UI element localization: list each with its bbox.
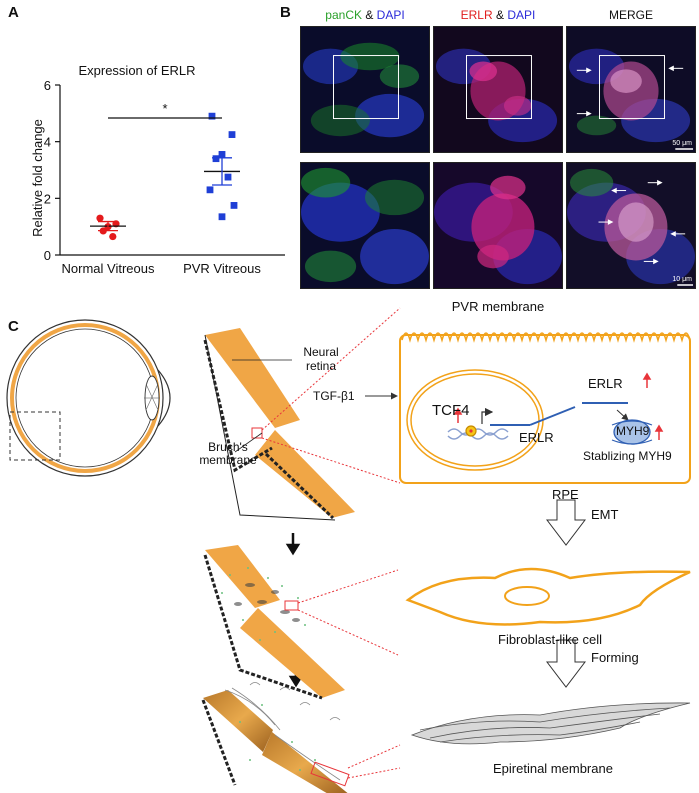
x-tick-label: PVR Vitreous <box>183 261 261 276</box>
scalebar-50um: 50 μm <box>672 140 692 147</box>
rpe-cell <box>365 332 691 484</box>
micrograph-pancK-low <box>300 26 430 153</box>
data-point <box>218 213 226 221</box>
header-part: ERLR <box>460 8 493 22</box>
header-part: DAPI <box>376 8 405 22</box>
chart-marks: * <box>90 101 240 241</box>
panel-c-label: C <box>8 318 19 335</box>
label-bruchs-membrane: Bruch's membrane <box>199 440 257 467</box>
label-neural-retina: Neural retina <box>303 345 339 373</box>
micrograph-pancK-high <box>300 162 430 289</box>
retina-stage-2 <box>203 545 399 700</box>
label-tcf4: TCF4 <box>432 402 470 419</box>
y-tick-label: 2 <box>44 191 51 206</box>
header-part: panCK <box>325 8 362 22</box>
scalebar-10um: 10 μm <box>672 276 692 283</box>
label-myh9: MYH9 <box>616 424 650 438</box>
data-point <box>208 112 216 120</box>
header-part: & <box>362 8 377 22</box>
fibroblast-cell <box>405 567 691 626</box>
column-header-pancK-dapi: panCK & DAPI <box>300 8 430 22</box>
data-point <box>228 131 236 138</box>
eye-schematic <box>6 319 171 477</box>
erlr-expression-chart: Expression of ERLR Relative fold change … <box>30 63 285 276</box>
data-point <box>218 151 226 158</box>
micrograph-merge-low: 50 μm <box>566 26 696 153</box>
label-stabilizing-myh9: Stablizing MYH9 <box>583 449 672 463</box>
header-part: & <box>492 8 508 22</box>
data-point <box>224 173 232 181</box>
column-header-merge: MERGE <box>566 8 696 22</box>
significance-star: * <box>162 101 167 116</box>
emt-arrow <box>545 499 587 546</box>
label-fibroblast-like-cell: Fibroblast-like cell <box>498 632 603 647</box>
forming-arrow <box>545 639 587 688</box>
data-point <box>212 155 220 163</box>
label-forming: Forming <box>591 650 639 665</box>
label-rpe: RPE <box>552 487 579 502</box>
label-erlr-rna: ERLR <box>588 376 623 391</box>
label-epiretinal-membrane: Epiretinal membrane <box>493 761 613 776</box>
data-point <box>109 232 117 241</box>
epiretinal-membrane <box>410 702 691 745</box>
header-part: MERGE <box>608 8 653 22</box>
panel-a-label: A <box>8 4 19 21</box>
label-tgf-beta1: TGF-β1 <box>313 389 355 403</box>
column-headers: panCK & DAPI ERLR & DAPI MERGE <box>300 8 699 24</box>
panel-b-label: B <box>280 4 291 21</box>
chart-title: Expression of ERLR <box>78 63 195 78</box>
y-tick-label: 4 <box>44 135 51 150</box>
column-header-erlr-dapi: ERLR & DAPI <box>433 8 563 22</box>
data-point <box>230 202 238 209</box>
y-tick-label: 0 <box>44 248 51 263</box>
retina-stage-3 <box>201 682 401 793</box>
label-erlr-gene: ERLR <box>519 430 554 445</box>
pvr-membrane-caption: PVR membrane <box>451 299 545 314</box>
micrograph-merge-high: 10 μm <box>566 162 696 289</box>
micrograph-erlr-high <box>433 162 563 289</box>
micrograph-erlr-low <box>433 26 563 153</box>
header-part: DAPI <box>507 8 536 22</box>
y-axis-label: Relative fold change <box>30 119 45 237</box>
data-point <box>96 214 104 222</box>
label-emt: EMT <box>591 507 619 522</box>
y-tick-label: 6 <box>44 78 51 93</box>
retina-stage-1 <box>203 307 401 521</box>
x-tick-label: Normal Vitreous <box>62 261 155 276</box>
data-point <box>206 186 214 194</box>
